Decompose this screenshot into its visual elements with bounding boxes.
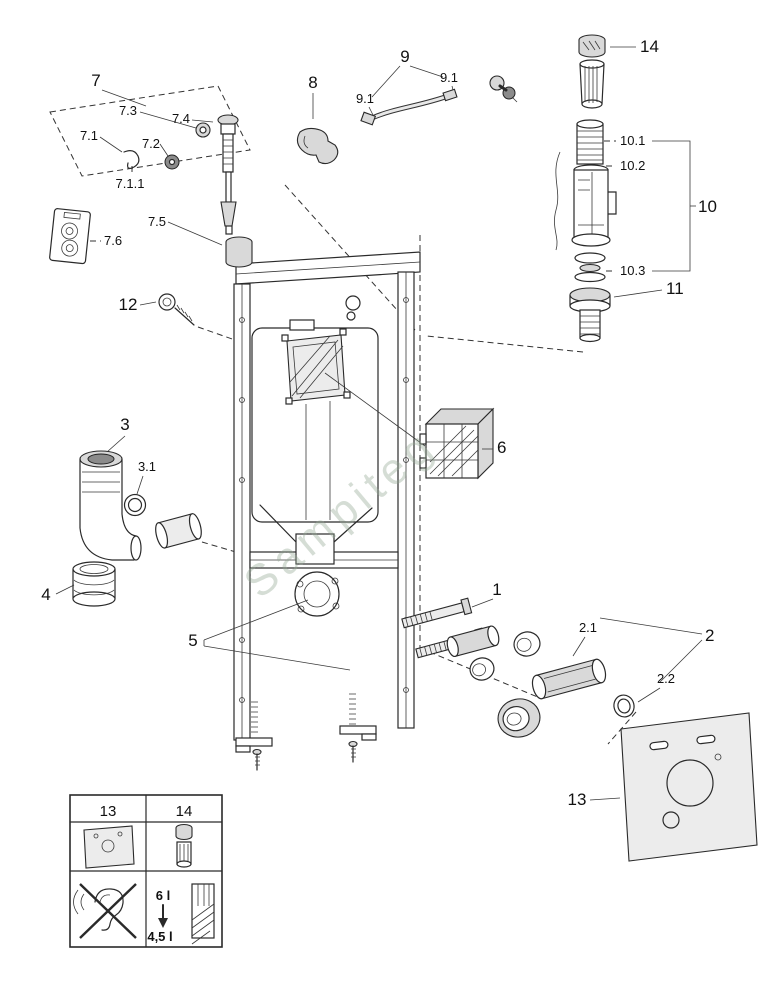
callout-2: 2 [705,626,714,645]
legend-tank-icon [191,883,215,945]
wall-anchor: 12 [119,293,195,326]
legend: 13 14 6 l 4,5 l [69,794,223,948]
callout-7-2: 7.2 [142,136,160,151]
callout-11: 11 [666,279,684,298]
legend-item-13: 13 [100,803,117,820]
full-flush-label: 6 l [156,888,170,903]
callout-5: 5 [188,631,197,650]
callout-9-1-right: 9.1 [440,70,458,85]
fill-valve-group: 7 7.3 7.4 7.1 7.2 7.1.1 7.5 [49,71,253,268]
callout-7-4: 7.4 [172,111,190,126]
callout-7-1-1: 7.1.1 [116,176,145,191]
callout-7: 7 [91,71,100,90]
reduced-flush-label: 4,5 l [147,929,172,944]
legend-item-14: 14 [176,803,193,820]
legend-pad-icon [83,825,135,869]
connection-sleeve: 4 [41,561,116,607]
flush-bell-part: 14 [578,34,659,109]
callout-1: 1 [492,580,501,599]
sound-insulation-pad: 13 [568,712,758,862]
callout-2-2: 2.2 [657,671,675,686]
flush-volume-info: 6 l 4,5 l [147,883,215,945]
callout-7-6: 7.6 [104,233,122,248]
flush-valve-group: 10.1 10.2 10.3 10 11 [554,119,717,343]
spacer-set: 2.1 2 2.2 [497,617,714,738]
callout-7-1: 7.1 [80,128,98,143]
no-noise-icon [73,883,137,939]
installation-frame [233,251,421,771]
callout-14: 14 [640,37,659,56]
callout-7-5: 7.5 [148,214,166,229]
mounting-clip: 8 [296,73,339,165]
callout-7-3: 7.3 [119,103,137,118]
callout-3: 3 [120,415,129,434]
frame-fixing-callout: 5 [188,599,351,671]
flush-elbow: 3 3.1 [79,415,202,561]
callout-12: 12 [119,295,138,314]
callout-3-1: 3.1 [138,459,156,474]
callout-10-3: 10.3 [620,263,645,278]
flexible-hose: 9 9.1 9.1 [356,47,518,126]
callout-10-1: 10.1 [620,133,645,148]
callout-8: 8 [308,73,317,92]
callout-4: 4 [41,585,50,604]
fixing-rods: 1 [401,580,541,681]
callout-10-2: 10.2 [620,158,645,173]
actuator-housing: 6 [324,372,506,480]
callout-6: 6 [497,438,506,457]
callout-9: 9 [400,47,409,66]
callout-10: 10 [698,197,717,216]
callout-13: 13 [568,790,587,809]
callout-9-1-left: 9.1 [356,91,374,106]
cistern-tank [251,295,379,617]
callout-2-1: 2.1 [579,620,597,635]
legend-bell-icon [175,823,193,868]
